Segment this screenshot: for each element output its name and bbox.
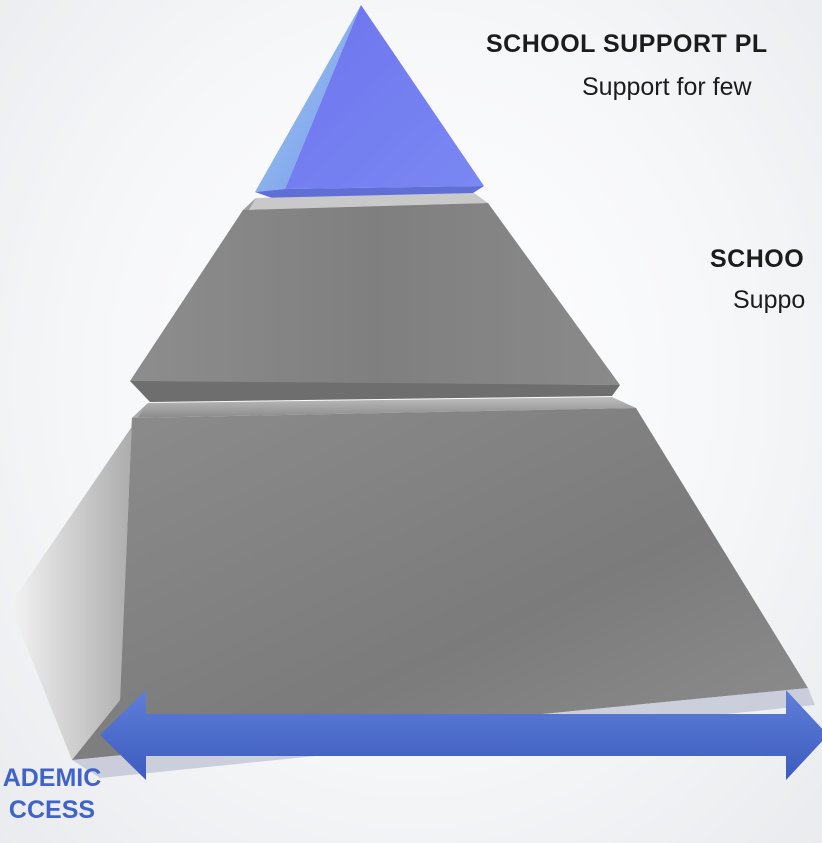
middle-tier-subtitle: Suppo: [733, 286, 806, 314]
middle-tier-bottom-edge: [130, 381, 620, 402]
top-tier-title: SCHOOL SUPPORT PL: [486, 30, 768, 58]
bottom-tier-left-face: [10, 403, 148, 760]
axis-label: ADEMIC CCESS: [0, 762, 132, 826]
axis-label-line-2: CCESS: [8, 796, 96, 824]
top-tier-front-face: [285, 5, 484, 189]
top-tier: [255, 5, 484, 199]
middle-tier-top-slab: [243, 193, 488, 210]
bottom-tier-top-slab: [132, 397, 636, 418]
top-tier-subtitle: Support for few: [582, 73, 752, 101]
middle-tier-title: SCHOO: [710, 245, 805, 273]
middle-tier-front-face: [130, 203, 620, 385]
axis-arrow: [100, 690, 822, 780]
bottom-tier-front-face: [72, 408, 808, 760]
top-tier-left-face: [255, 5, 361, 192]
middle-tier: [130, 193, 620, 402]
axis-label-line-1: ADEMIC: [2, 764, 102, 792]
double-arrow-icon: [100, 690, 822, 780]
top-title-fragment: [385, 0, 455, 6]
